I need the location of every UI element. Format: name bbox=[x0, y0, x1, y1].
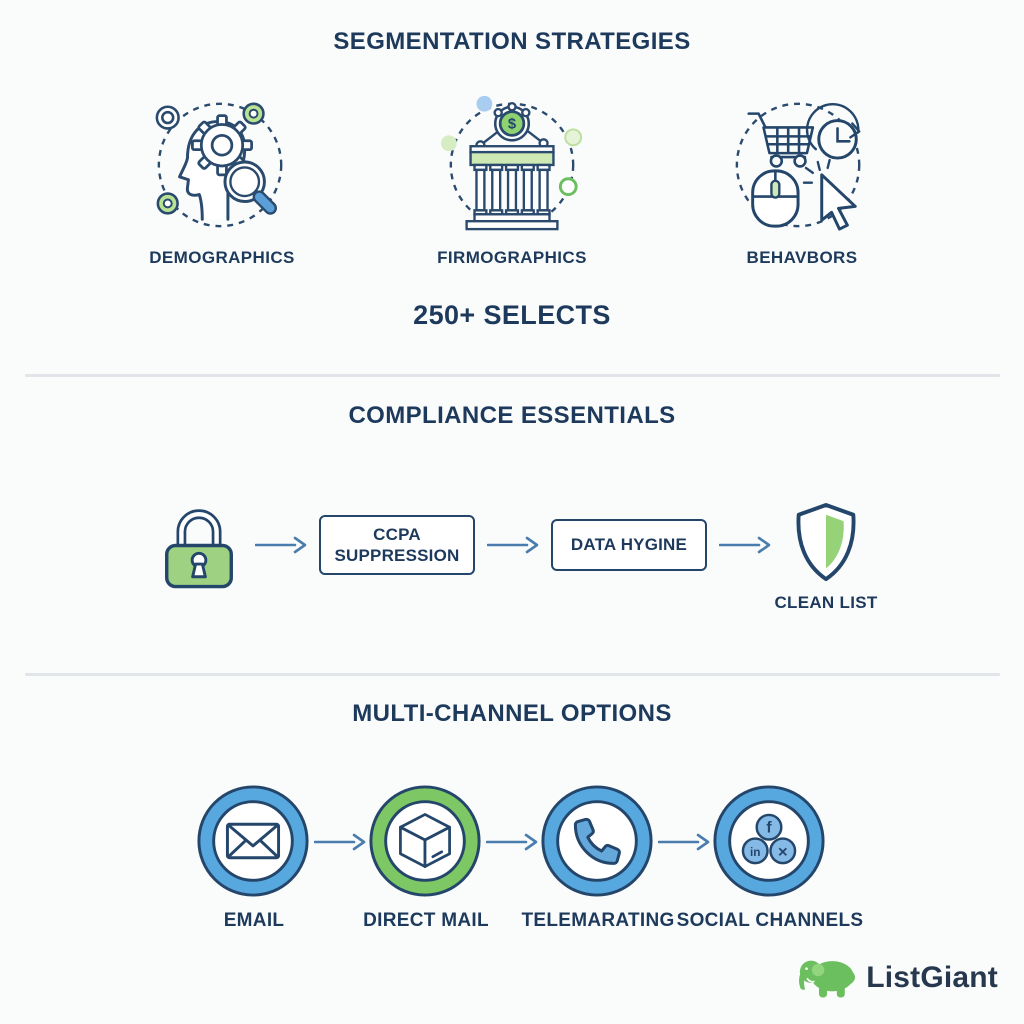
channel-direct-mail: DIRECT MAIL bbox=[363, 782, 489, 931]
compliance-flow: CCPA SUPPRESSION DATA HYGINE CLEAN LIST bbox=[0, 480, 1024, 612]
segmentation-item-behaviors: BEHAVBORS bbox=[657, 88, 947, 268]
firmographics-label: FIRMOGRAPHICS bbox=[437, 248, 587, 267]
arrow-icon bbox=[255, 536, 307, 554]
channels-title: MULTI-CHANNEL OPTIONS bbox=[352, 700, 672, 727]
ccpa-suppression-box: CCPA SUPPRESSION bbox=[319, 515, 475, 575]
segmentation-item-firmographics: $ FIRMOGRAPHICS bbox=[367, 88, 657, 268]
arrow-icon bbox=[719, 536, 771, 554]
bank-dollar-network-icon: $ bbox=[440, 95, 583, 231]
segmentation-title: SEGMENTATION STRATEGIES bbox=[333, 28, 691, 55]
section-divider bbox=[25, 673, 1000, 676]
channel-social: f in ✕ SOCIAL CHANNELS bbox=[677, 782, 863, 931]
email-label: EMAIL bbox=[223, 910, 285, 931]
arrow-icon bbox=[486, 833, 538, 851]
segmentation-icon-row: DEMOGRAPHICS $ bbox=[0, 88, 1024, 268]
data-hygiene-box: DATA HYGINE bbox=[551, 519, 707, 571]
social-network-icon: f in ✕ bbox=[713, 785, 825, 897]
social-channels-label: SOCIAL CHANNELS bbox=[676, 910, 864, 931]
svg-text:✕: ✕ bbox=[777, 844, 788, 859]
hygiene-label: DATA HYGINE bbox=[570, 535, 688, 555]
shield-icon bbox=[796, 503, 856, 582]
arrow-icon bbox=[487, 536, 539, 554]
package-icon bbox=[369, 785, 481, 897]
section-divider bbox=[25, 374, 1000, 377]
selects-count-text: 250+ SELECTS bbox=[413, 300, 611, 330]
dollar-glyph: $ bbox=[508, 117, 517, 133]
ccpa-line2: SUPPRESSION bbox=[334, 546, 460, 565]
cart-clock-mouse-cursor-icon bbox=[735, 102, 861, 231]
facebook-icon: f bbox=[755, 813, 783, 841]
envelope-icon bbox=[197, 785, 309, 897]
head-gear-magnifier-icon bbox=[155, 102, 283, 228]
demographics-label: DEMOGRAPHICS bbox=[149, 248, 295, 267]
phone-icon bbox=[541, 785, 653, 897]
direct-mail-label: DIRECT MAIL bbox=[363, 910, 489, 931]
x-icon: ✕ bbox=[769, 837, 797, 865]
compliance-title: COMPLIANCE ESSENTIALS bbox=[348, 402, 676, 429]
channels-flow: EMAIL DIRECT MAIL bbox=[0, 782, 1024, 931]
telemarketing-label: TELEMARATING bbox=[521, 910, 675, 931]
brand-logo: ListGiant bbox=[795, 954, 998, 1002]
channel-telemarketing: TELEMARATING bbox=[521, 782, 674, 931]
arrow-icon bbox=[314, 833, 366, 851]
arrow-icon bbox=[658, 833, 710, 851]
svg-text:f: f bbox=[766, 820, 772, 837]
behaviors-label: BEHAVBORS bbox=[746, 248, 858, 267]
segmentation-item-demographics: DEMOGRAPHICS bbox=[77, 88, 367, 268]
svg-text:in: in bbox=[750, 845, 760, 859]
ccpa-line1: CCPA bbox=[373, 524, 421, 544]
channel-email: EMAIL bbox=[194, 782, 314, 931]
clean-list-result: CLEAN LIST bbox=[774, 501, 877, 612]
clean-list-label: CLEAN LIST bbox=[774, 593, 878, 612]
elephant-logo-icon bbox=[799, 960, 856, 998]
linkedin-icon: in bbox=[741, 837, 769, 865]
brand-name: ListGiant bbox=[866, 961, 998, 994]
lock-icon bbox=[165, 509, 233, 589]
